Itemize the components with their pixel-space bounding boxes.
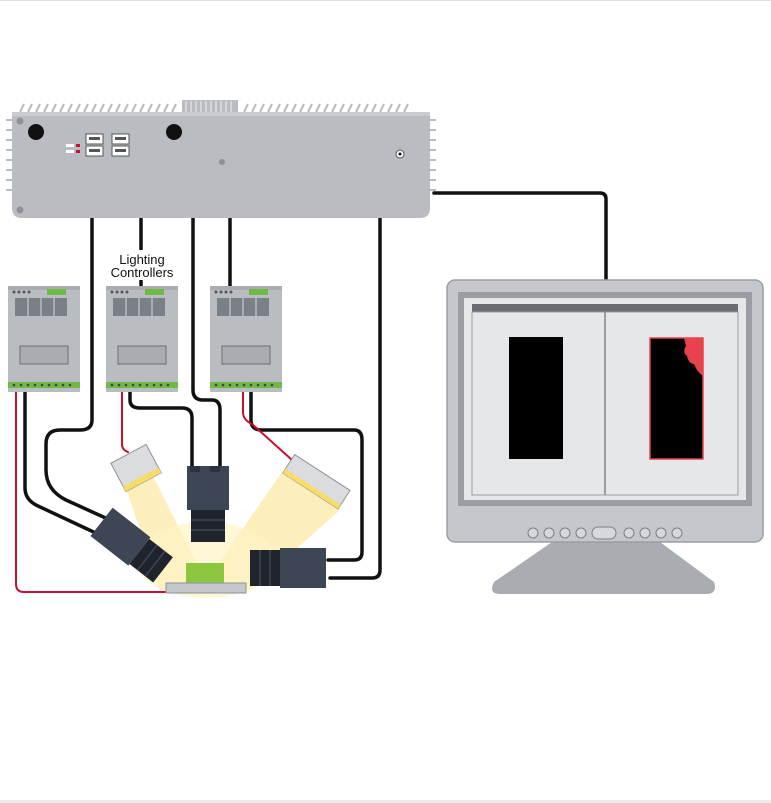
monitor	[446, 279, 764, 594]
top-edge	[0, 0, 771, 1]
monitor-button[interactable]	[527, 527, 539, 539]
light-cones	[124, 470, 340, 598]
camera-left	[90, 507, 173, 583]
monitor-button[interactable]	[543, 527, 555, 539]
camera-top	[187, 466, 229, 542]
monitor-button[interactable]	[671, 527, 683, 539]
cable-red-controller-2-to-light	[121, 391, 129, 453]
lighting-controller-1	[8, 286, 80, 392]
monitor-stand	[492, 542, 715, 594]
power-button[interactable]	[591, 526, 617, 540]
antenna-socket-left	[28, 124, 44, 140]
cable-pc-to-monitor	[432, 191, 608, 282]
cables	[15, 191, 608, 593]
monitor-button[interactable]	[655, 527, 667, 539]
cable-controller-2-to-camera-top	[128, 390, 194, 470]
status-led-icon	[66, 144, 74, 147]
label-line-2: Controllers	[111, 265, 174, 280]
cable-controller-3-to-camera-right	[249, 390, 364, 562]
monitor-button[interactable]	[559, 527, 571, 539]
cable-red-controller-1-to-part	[15, 391, 167, 593]
lighting-controllers-label: Lighting Controllers	[106, 250, 178, 280]
monitor-button[interactable]	[639, 527, 651, 539]
cable-controller-1-to-camera-left	[23, 390, 102, 537]
lighting-controller-3	[210, 286, 282, 392]
cable-red-controller-3-to-light	[242, 391, 293, 461]
controller-display	[117, 345, 167, 365]
controller-display	[221, 345, 271, 365]
cable-pc-to-camera-left	[44, 216, 112, 522]
status-led-icon	[76, 144, 80, 147]
cable-pc-to-camera-right	[328, 216, 382, 580]
monitor-buttons	[527, 526, 683, 540]
controller-display	[19, 345, 69, 365]
label-line-1: Lighting	[119, 252, 165, 267]
screen-image-defect	[649, 337, 704, 460]
screw-icon	[219, 159, 225, 165]
status-led-icon	[76, 150, 80, 153]
cable-pc-to-camera-top	[191, 216, 222, 470]
screw-icon	[16, 206, 24, 214]
light-bar-right	[282, 453, 351, 510]
screw-icon	[16, 117, 24, 125]
light-bar-left	[110, 443, 162, 493]
pc-body	[12, 112, 430, 218]
usb-ports	[85, 133, 130, 157]
bottom-edge	[0, 800, 771, 803]
inspected-part	[165, 563, 247, 594]
industrial-pc	[6, 100, 436, 218]
antenna-socket-right	[166, 124, 182, 140]
camera-right	[250, 548, 326, 588]
monitor-button[interactable]	[575, 527, 587, 539]
defect-region	[684, 338, 703, 376]
lighting-controller-2	[106, 286, 178, 392]
monitor-button[interactable]	[623, 527, 635, 539]
screen-image-good	[509, 337, 563, 459]
pc-heatsink-fins	[19, 103, 409, 113]
status-led-icon	[66, 150, 74, 153]
